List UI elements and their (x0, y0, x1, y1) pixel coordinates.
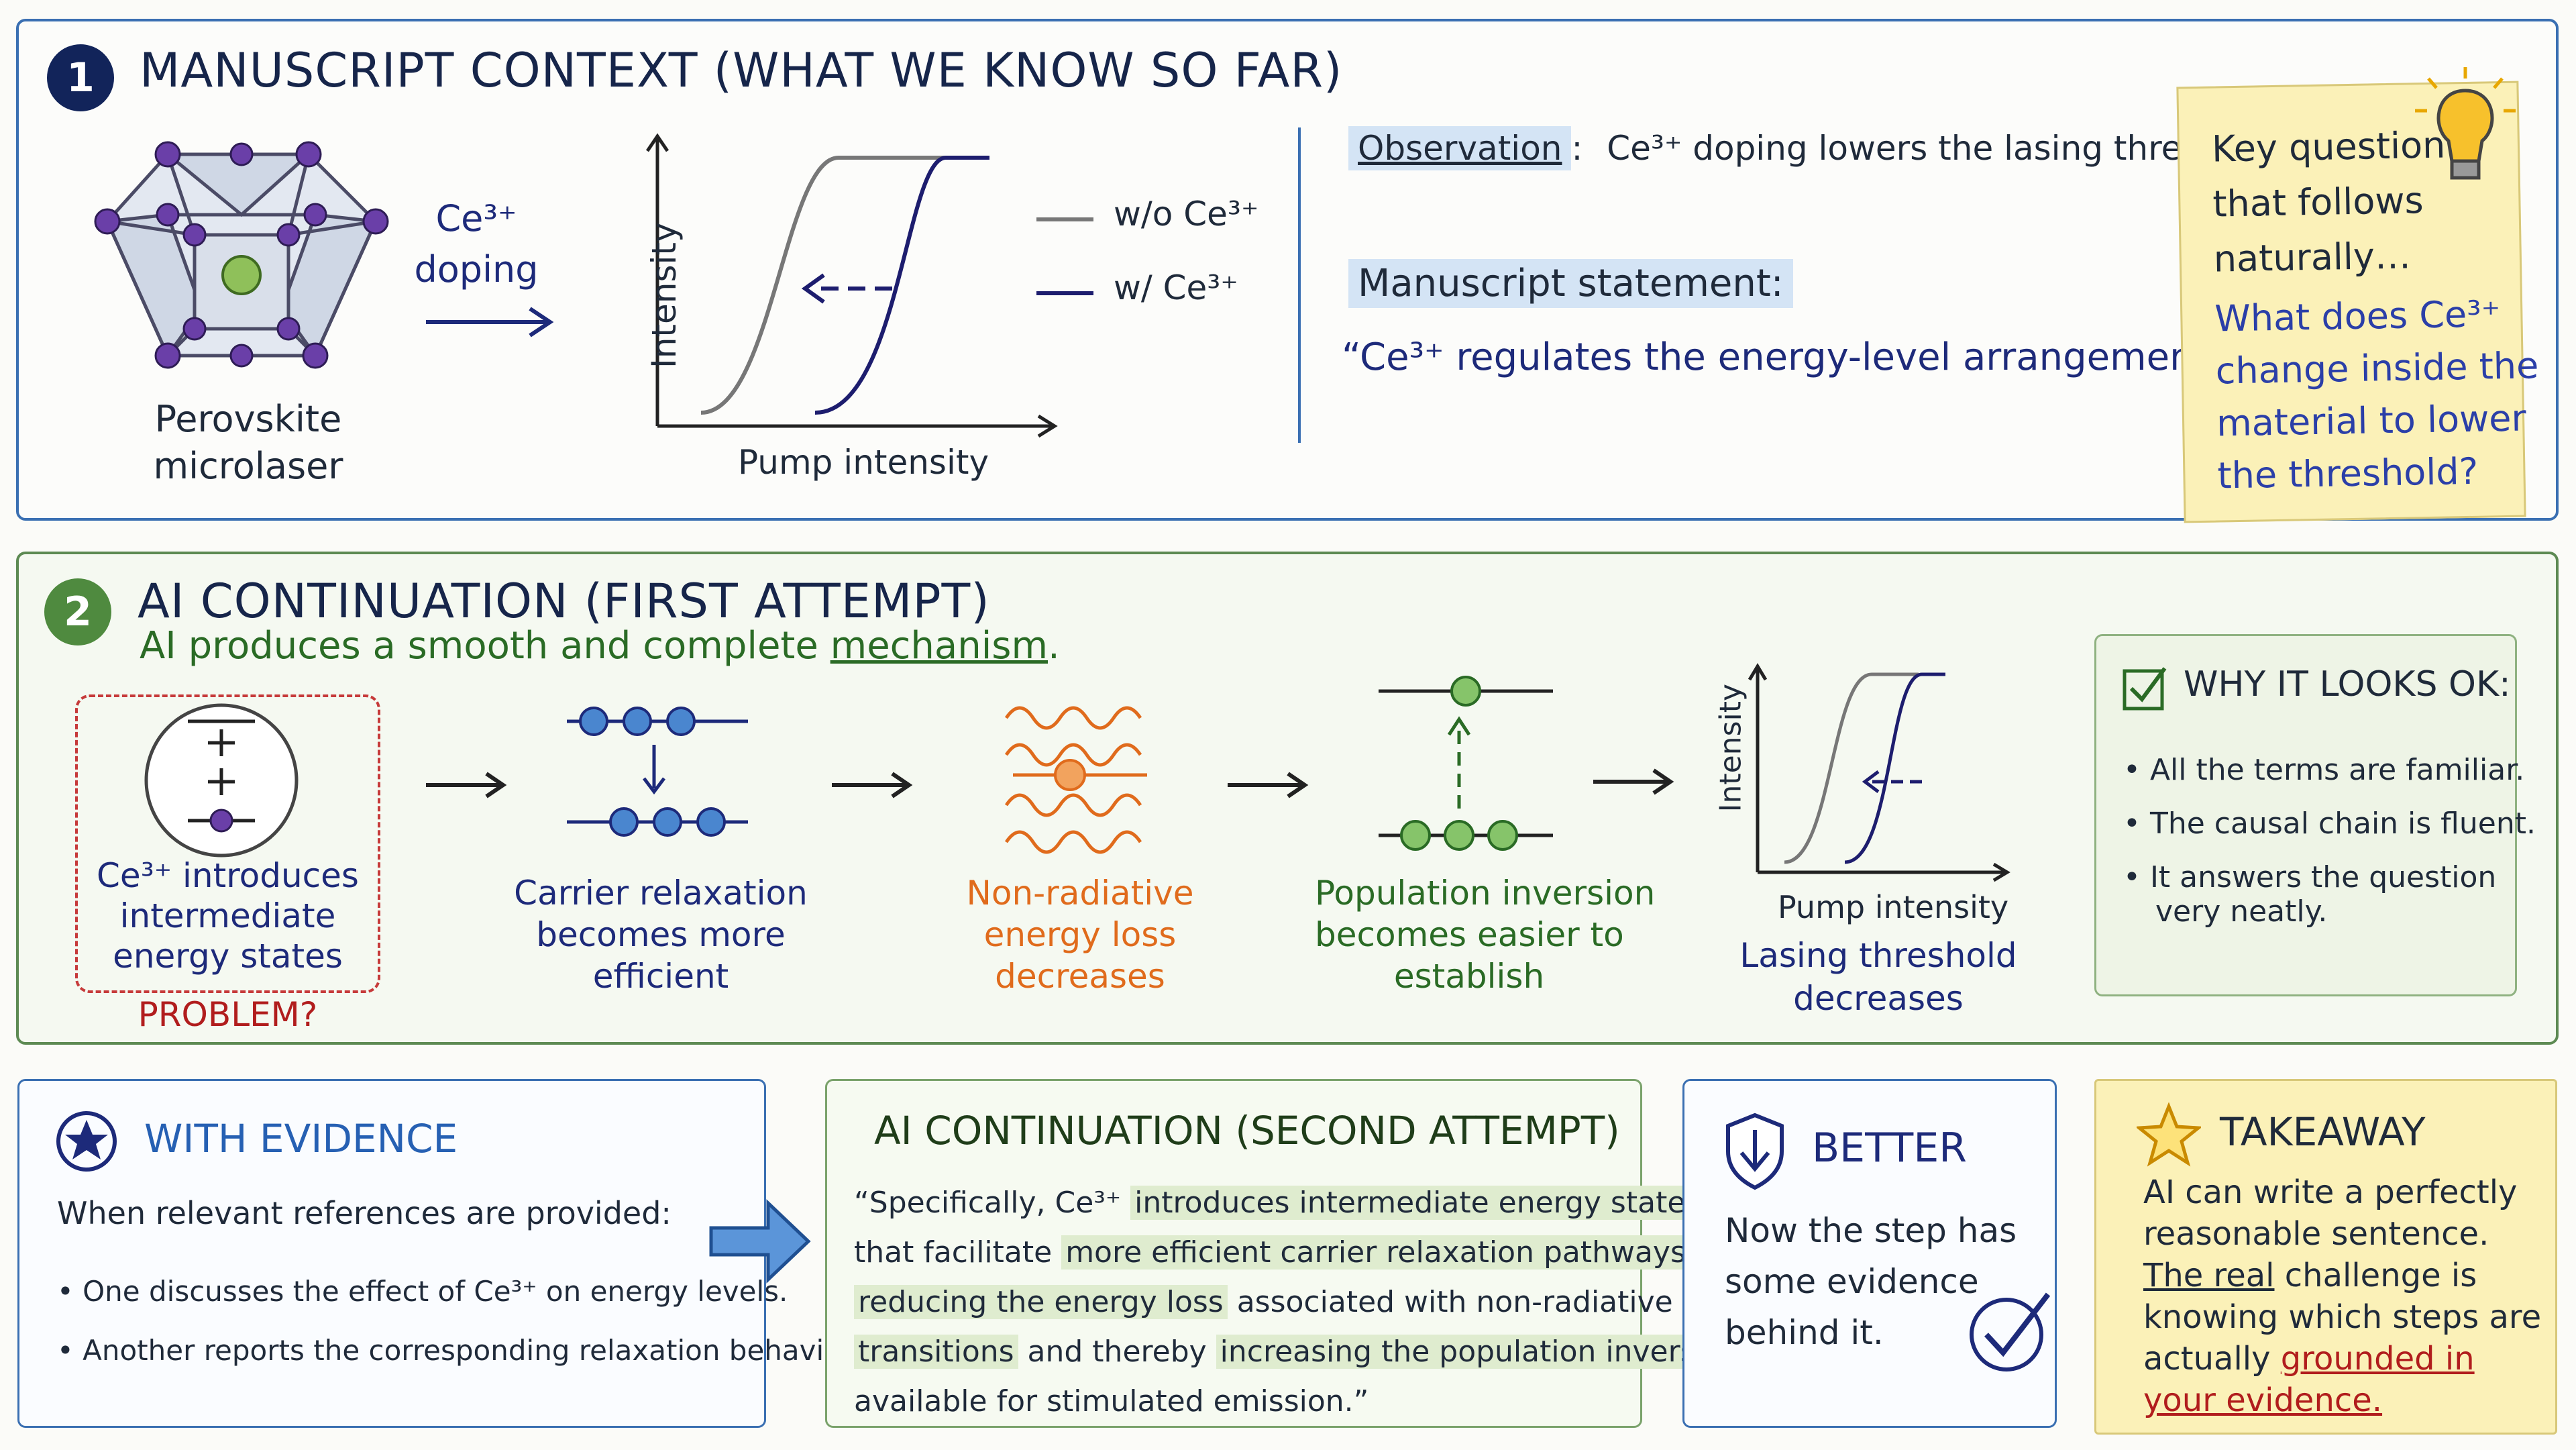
outline-star-icon (2137, 1102, 2201, 1167)
energy-level-icon (144, 703, 299, 858)
flow-arrow-icon (1228, 772, 1309, 798)
section-title: MANUSCRIPT CONTEXT (WHAT WE KNOW SO FAR) (140, 43, 1343, 98)
evidence-item: One discusses the effect of Ce³⁺ on ener… (57, 1262, 859, 1321)
curve-without-ce (700, 156, 966, 415)
carrier-relaxation-icon (567, 707, 748, 837)
population-inversion-icon (1379, 676, 1553, 851)
evidence-title: WITH EVIDENCE (144, 1116, 458, 1161)
shield-icon (1726, 1112, 1784, 1190)
why-item: The causal chain is fluent. (2123, 797, 2536, 851)
legend-swatches (1036, 217, 1093, 295)
graph-x-label: Pump intensity (738, 443, 989, 482)
perovskite-crystal-icon (94, 141, 389, 369)
curve-with-ce (814, 156, 989, 415)
checkbox-icon (2123, 667, 2167, 711)
takeaway-note: TAKEAWAY AI can write a perfectly reason… (2094, 1079, 2557, 1435)
flow-arrow-icon (426, 772, 507, 798)
evidence-intro: When relevant references are provided: (57, 1195, 672, 1231)
flow-arrow-icon (1593, 768, 1674, 795)
flow-arrow-icon (832, 772, 913, 798)
star-icon (56, 1111, 117, 1172)
graph2-x-label: Pump intensity (1778, 889, 2009, 925)
wave-icon (1004, 706, 1147, 854)
section-number-badge-2: 2 (44, 578, 111, 645)
section-title-2: AI CONTINUATION (FIRST ATTEMPT) (138, 574, 990, 629)
takeaway-title: TAKEAWAY (2220, 1109, 2426, 1155)
section-subtitle: AI produces a smooth and complete mechan… (140, 624, 1060, 668)
big-arrow-icon (709, 1199, 811, 1284)
graph2-y-label: Intensity (1713, 683, 1748, 813)
second-attempt-card: AI CONTINUATION (SECOND ATTEMPT) “Specif… (825, 1079, 1745, 1428)
legend-with-ce: w/ Ce³⁺ (1114, 268, 1238, 307)
threshold-graph (645, 133, 1058, 438)
with-evidence-card: WITH EVIDENCE When relevant references a… (17, 1079, 859, 1428)
second-title: AI CONTINUATION (SECOND ATTEMPT) (874, 1108, 1620, 1153)
why-item-cont: very neatly. (2155, 894, 2328, 929)
checkmark-icon (1970, 1292, 2051, 1371)
second-quote: “Specifically, Ce³⁺ introduces intermedi… (854, 1178, 1745, 1427)
section-number-badge: 1 (47, 44, 114, 111)
statement-label: Manuscript statement: (1348, 259, 1793, 308)
evidence-list: One discusses the effect of Ce³⁺ on ener… (57, 1262, 859, 1380)
why-title: WHY IT LOOKS OK: (2184, 664, 2511, 705)
observation-text: Ce³⁺ doping lowers the lasing threshold. (1607, 129, 2283, 168)
better-title: BETTER (1812, 1125, 1967, 1172)
observation-label: Observation (1348, 126, 1572, 170)
graph-y-label: Intensity (645, 222, 684, 368)
manuscript-quote: “Ce³⁺ regulates the energy-level arrange… (1342, 335, 2240, 379)
why-it-looks-ok-card: WHY IT LOOKS OK: All the terms are famil… (2094, 634, 2536, 996)
legend-without-ce: w/o Ce³⁺ (1114, 195, 1259, 234)
lightbulb-icon (2415, 67, 2516, 180)
problem-step-box (75, 694, 380, 993)
problem-label: PROBLEM? (138, 995, 318, 1034)
evidence-item: Another reports the corresponding relaxa… (57, 1321, 859, 1380)
takeaway-text: AI can write a perfectly reasonable sent… (2143, 1174, 2542, 1419)
why-list: All the terms are familiar. The causal c… (2123, 743, 2536, 904)
doping-label: Ce³⁺doping (414, 197, 539, 291)
observation: Observation: Ce³⁺ doping lowers the lasi… (1348, 126, 2283, 170)
why-item: It answers the question (2123, 851, 2536, 904)
divider (1298, 127, 1301, 443)
lasing-threshold-graph (1748, 663, 2010, 882)
manuscript-context-panel (16, 19, 2559, 521)
why-item: All the terms are familiar. (2123, 743, 2536, 797)
doping-arrow-icon (426, 307, 554, 338)
